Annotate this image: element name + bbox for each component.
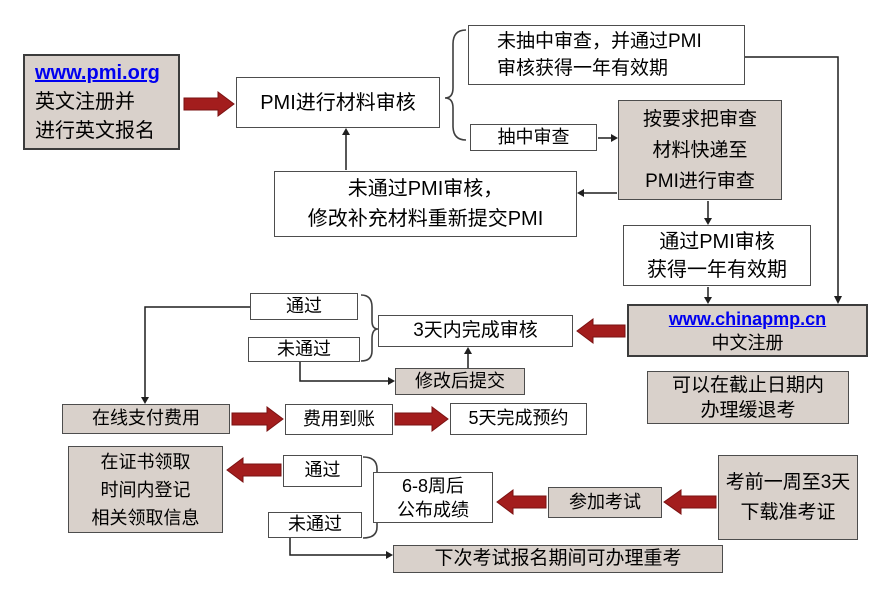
node-text-line: 在证书领取 (100, 451, 191, 472)
chinapmp-link[interactable]: www.chinapmp.cn (668, 308, 827, 329)
node-text-line: 6-8周后 (401, 475, 464, 496)
node-text-line: 下载准考证 (740, 501, 836, 523)
node-text-line: 英文注册并 (35, 90, 135, 113)
node-pay-online: 在线支付费用 (62, 404, 230, 434)
node-text-line: PMI进行材料审核 (260, 91, 416, 114)
head-failpmi-to-pmireview (342, 128, 350, 135)
node-text-line: 未通过PMI审核， (347, 178, 504, 200)
brace-pass-fail-1 (360, 294, 379, 362)
node-text-line: 考前一周至3天 (725, 471, 851, 493)
head-mail-to-passpmi (704, 218, 712, 225)
line-notsampled-to-chinapmp (745, 56, 839, 296)
node-text-line: PMI进行审查 (645, 170, 755, 192)
arrow-received-to-book (394, 406, 449, 432)
node-text-line: 未通过 (277, 338, 331, 359)
arrow-pay-to-received (231, 406, 284, 432)
node-text-line: 抽中审查 (497, 126, 570, 147)
node-sampled-audit: 抽中审查 (470, 124, 597, 151)
node-text-line: 可以在截止日期内 (671, 374, 824, 396)
node-text-line: 未通过 (288, 514, 342, 535)
line-fail2-to-retake (289, 538, 386, 556)
node-not-sampled-audit: 未抽中审查，并通过PMI 审核获得一年有效期 (468, 25, 745, 85)
node-text-line: 获得一年有效期 (647, 258, 787, 281)
node-text-line: 通过 (304, 460, 341, 481)
head-passpmi-to-chinapmp (704, 297, 712, 304)
arrow-pass2-to-cert (226, 457, 282, 483)
node-text-line: 通过PMI审核 (659, 230, 775, 253)
node-resubmit-after-edit: 修改后提交 (395, 368, 525, 395)
node-text-line: 下次考试报名期间可办理重考 (434, 547, 682, 569)
node-text-line: 修改补充材料重新提交PMI (307, 208, 544, 230)
head-mail-to-failpmi (577, 189, 584, 197)
node-text-line: 材料快递至 (652, 139, 748, 161)
node-mail-materials: 按要求把审查 材料快递至 PMI进行审查 (618, 100, 782, 200)
node-text-line: 进行英文报名 (35, 119, 155, 142)
node-retake-next-period: 下次考试报名期间可办理重考 (393, 545, 723, 573)
node-text-line: 修改后提交 (415, 370, 505, 391)
node-fail-1: 未通过 (248, 337, 360, 362)
node-take-exam: 参加考试 (548, 487, 662, 518)
node-text-line: 办理缓退考 (700, 399, 796, 421)
node-fail-pmi-review: 未通过PMI审核， 修改补充材料重新提交PMI (274, 171, 577, 237)
head-fail1-to-resubmit (388, 377, 395, 385)
node-text-line: 相关领取信息 (91, 507, 200, 528)
node-text-line: 3天内完成审核 (413, 319, 538, 341)
node-download-admission-ticket: 考前一周至3天 下载准考证 (718, 455, 858, 540)
arrow-exam-to-results (496, 489, 547, 515)
node-pmi-material-review: PMI进行材料审核 (236, 77, 440, 128)
node-chinapmp-registration: www.chinapmp.cn 中文注册 (627, 304, 868, 357)
node-text-line: 在线支付费用 (92, 408, 200, 429)
arrow-pmiorg-to-pmireview (183, 91, 235, 117)
node-pass-1: 通过 (250, 293, 358, 320)
head-notsampled-to-chinapmp (834, 296, 842, 304)
node-review-3days: 3天内完成审核 (378, 315, 573, 347)
head-sampled-to-mail (611, 134, 618, 142)
node-fail-2: 未通过 (268, 512, 362, 538)
node-defer-exam: 可以在截止日期内 办理缓退考 (647, 371, 849, 424)
node-book-5days: 5天完成预约 (450, 403, 587, 435)
node-text-line: 参加考试 (569, 491, 641, 512)
arrow-chinapmp-to-3days (576, 318, 626, 344)
node-text-line: 审核获得一年有效期 (497, 58, 669, 79)
node-pass-pmi-review: 通过PMI审核 获得一年有效期 (623, 225, 811, 286)
brace-pmireview-branches (444, 29, 467, 141)
node-text-line: 费用到账 (303, 408, 375, 429)
line-fail1-to-resubmit (299, 362, 388, 382)
node-cert-register-info: 在证书领取 时间内登记 相关领取信息 (68, 446, 223, 533)
node-text-line: 通过 (286, 295, 322, 316)
node-text-line: 公布成绩 (397, 499, 469, 520)
node-payment-received: 费用到账 (285, 404, 393, 435)
node-pass-2: 通过 (283, 455, 362, 487)
node-text-line: 时间内登记 (100, 479, 191, 500)
node-text-line: 5天完成预约 (468, 408, 569, 429)
node-pmi-org-registration: www.pmi.org 英文注册并 进行英文报名 (23, 54, 180, 150)
head-pass1-to-pay (141, 397, 149, 404)
node-text-line: 中文注册 (711, 332, 784, 353)
node-text-line: 未抽中审查，并通过PMI (497, 31, 702, 52)
head-resubmit-to-3days (464, 347, 472, 354)
head-fail2-to-retake (386, 551, 393, 559)
node-results-6-8weeks: 6-8周后 公布成绩 (373, 472, 493, 523)
arrow-ticket-to-exam (663, 489, 717, 515)
node-text-line: 按要求把审查 (642, 108, 757, 130)
pmi-org-link[interactable]: www.pmi.org (35, 61, 160, 84)
line-pass1-to-pay (144, 306, 250, 397)
